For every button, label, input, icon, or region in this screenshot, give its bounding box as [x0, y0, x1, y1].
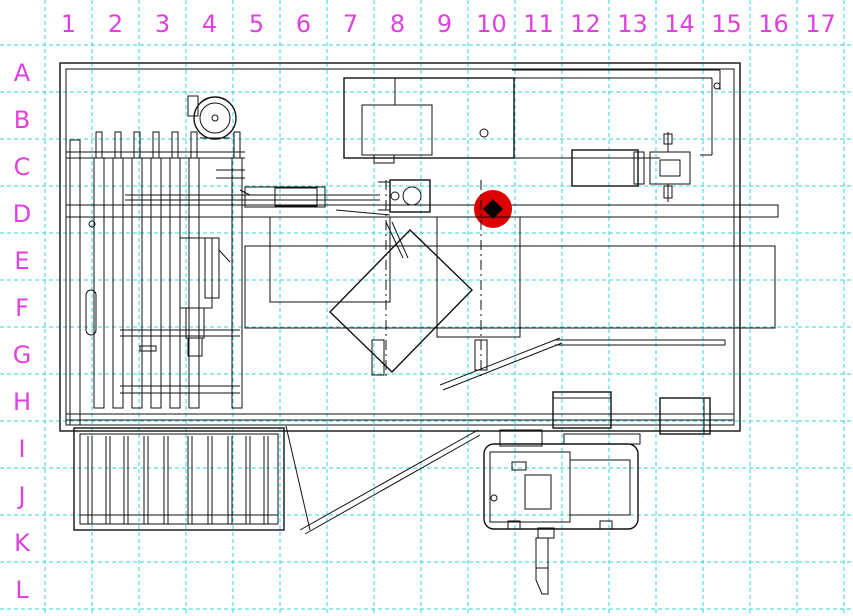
red-position-marker	[474, 190, 512, 228]
grid-row-label: E	[14, 247, 29, 275]
grid-column-label: 5	[249, 10, 264, 38]
side-boxes	[552, 391, 711, 435]
left-post	[69, 139, 97, 426]
grid-row-label: G	[13, 341, 32, 369]
roller	[131, 131, 143, 409]
machine-frame	[59, 62, 741, 432]
upper-housing	[343, 69, 721, 164]
fan-unit	[187, 95, 237, 140]
bottom-rack	[73, 425, 481, 535]
grid-row-label: H	[13, 388, 31, 416]
grid-column-label: 15	[711, 10, 742, 38]
grid-row-label: C	[14, 153, 31, 181]
grid-column-label: 3	[155, 10, 170, 38]
grid-row-label: D	[13, 200, 31, 228]
roller	[112, 131, 124, 409]
roller	[169, 131, 181, 409]
grid-row-label: L	[15, 576, 29, 604]
grid-column-label: 10	[476, 10, 507, 38]
roller	[188, 131, 200, 409]
grid-column-label: 9	[437, 10, 452, 38]
gear-motor-right	[571, 132, 691, 202]
grid-row-label: B	[14, 106, 30, 134]
central-drive	[335, 179, 431, 216]
grid-row-label: K	[14, 529, 31, 557]
grid-row-label: F	[15, 294, 29, 322]
bottom-machine	[483, 429, 641, 595]
grid-column-label: 2	[108, 10, 123, 38]
grid-column-label: 8	[390, 10, 405, 38]
grid-row-label: J	[16, 482, 25, 510]
grid-row-label: I	[18, 435, 25, 463]
process-tables	[244, 180, 776, 391]
grid-row-label: A	[14, 59, 31, 87]
grid-column-label: 11	[523, 10, 554, 38]
grid-column-label: 14	[664, 10, 695, 38]
grid-column-label: 12	[570, 10, 601, 38]
grid-column-label: 17	[805, 10, 836, 38]
grid-column-label: 16	[758, 10, 789, 38]
grid-column-label: 6	[296, 10, 311, 38]
grid-column-label: 1	[61, 10, 76, 38]
roller-bank	[66, 131, 245, 409]
grid-column-label: 7	[343, 10, 358, 38]
roller	[150, 131, 162, 409]
grid-column-label: 13	[617, 10, 648, 38]
roller-drive	[179, 237, 231, 357]
horizontal-rails	[65, 169, 779, 218]
grid-column-label: 4	[202, 10, 217, 38]
roller	[93, 131, 105, 409]
